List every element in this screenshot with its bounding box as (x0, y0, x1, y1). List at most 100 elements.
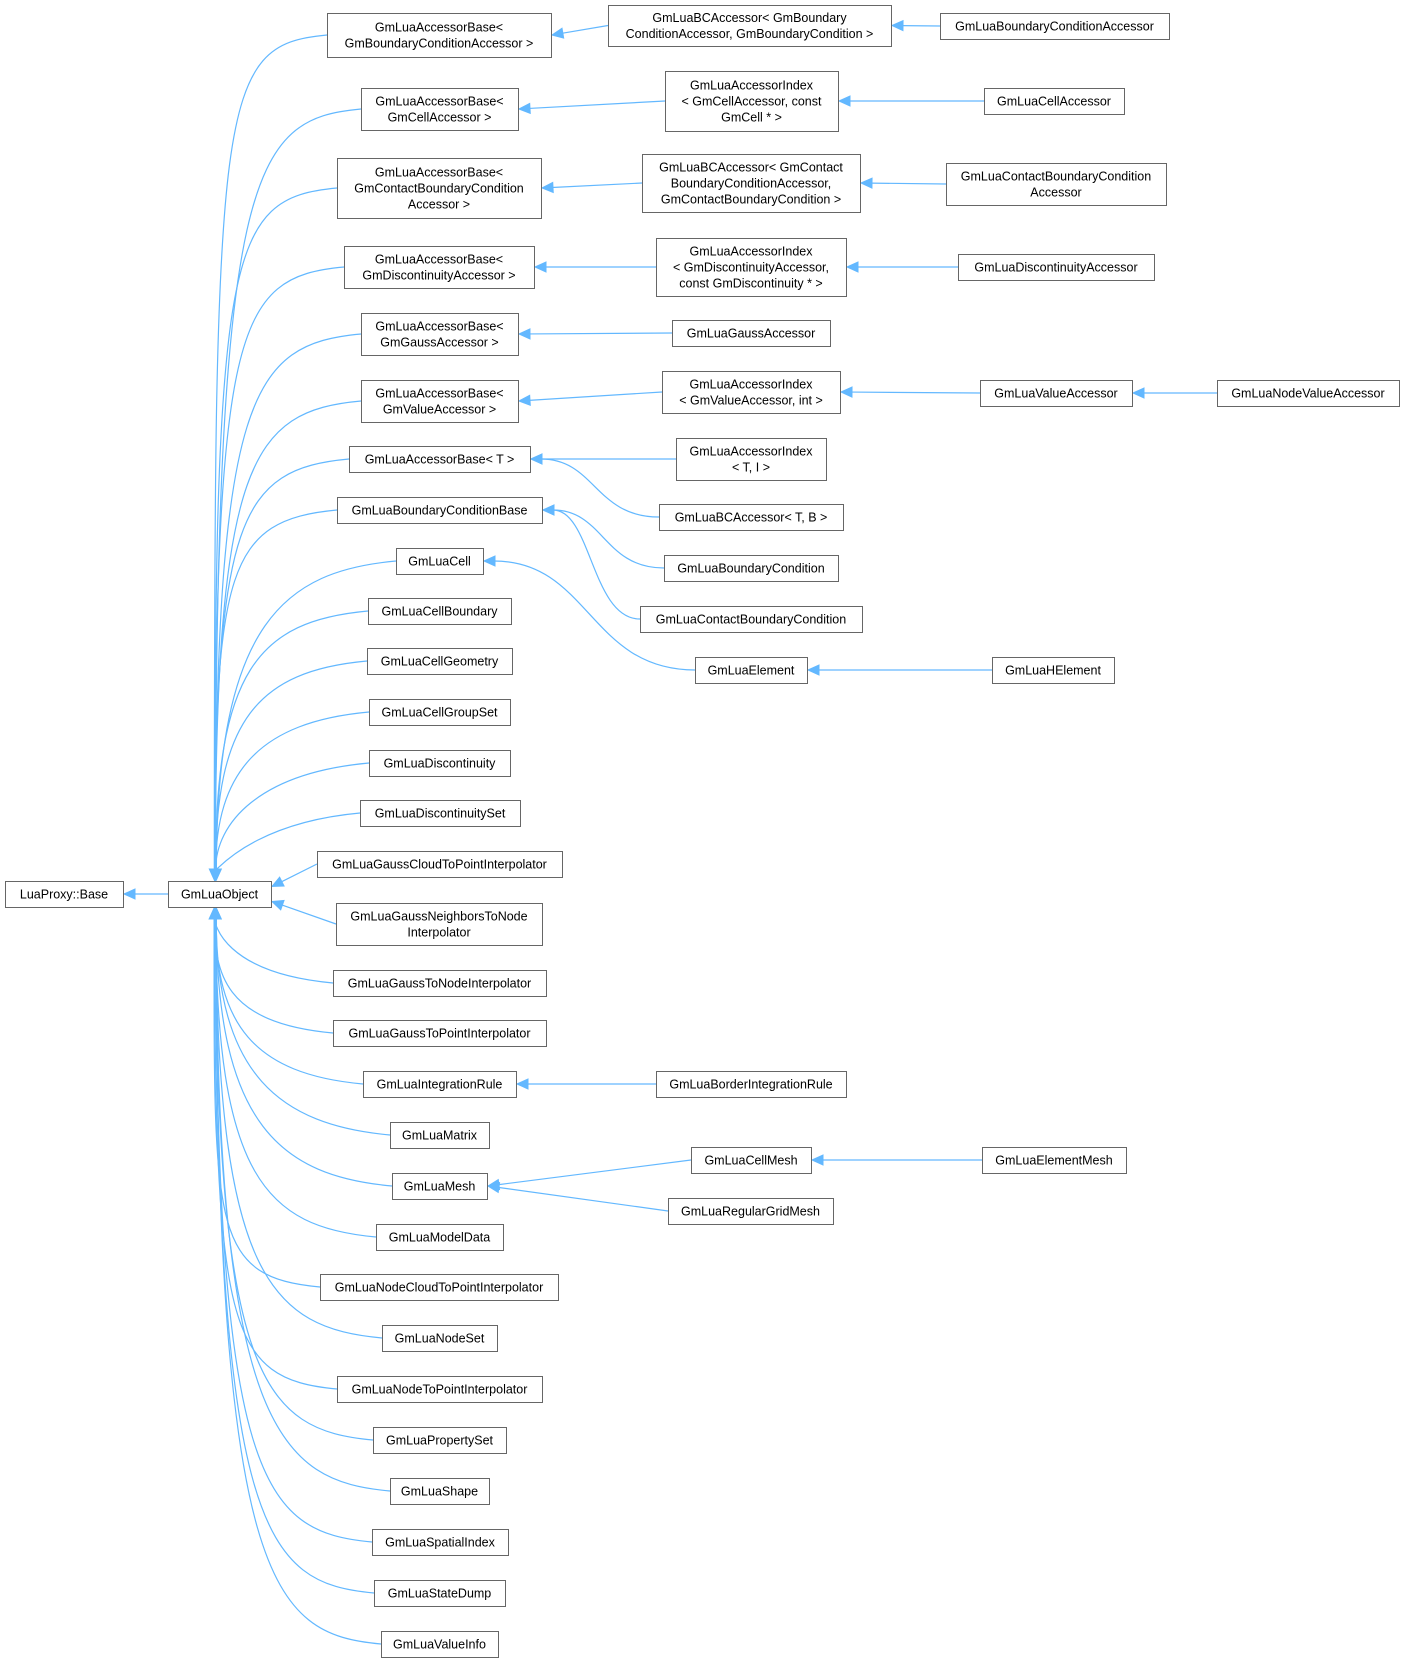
class-node-value-accessor[interactable]: GmLuaValueAccessor (980, 380, 1133, 407)
class-box (373, 1427, 507, 1454)
class-box (361, 380, 519, 423)
class-node-bcacc-boundary[interactable]: GmLuaBCAccessor< GmBoundaryConditionAcce… (608, 5, 892, 47)
class-label: GmLuaCell (408, 555, 471, 569)
inheritance-edge (213, 34, 328, 871)
class-label: GmLuaElementMesh (995, 1154, 1112, 1168)
class-node-cell-accessor[interactable]: GmLuaCellAccessor (984, 88, 1125, 115)
class-node-integration-rule[interactable]: GmLuaIntegrationRule (363, 1071, 517, 1098)
class-node-cell-geometry[interactable]: GmLuaCellGeometry (367, 648, 513, 675)
class-node-model-data[interactable]: GmLuaModelData (376, 1224, 504, 1251)
class-node-bc-base[interactable]: GmLuaBoundaryConditionBase (337, 497, 543, 524)
class-node-cell-group-set[interactable]: GmLuaCellGroupSet (369, 699, 511, 726)
inheritance-arrowhead (890, 19, 904, 32)
class-box (390, 1122, 490, 1149)
inheritance-edge (215, 917, 391, 1492)
class-box (363, 1071, 517, 1098)
class-label: GmLuaValueAccessor (994, 387, 1117, 401)
class-node-state-dump[interactable]: GmLuaStateDump (374, 1580, 506, 1607)
class-label: GmLuaNodeCloudToPointInterpolator (335, 1281, 543, 1295)
class-node-cell[interactable]: GmLuaCell (396, 548, 484, 575)
class-node-accbase-boundary[interactable]: GmLuaAccessorBase<GmBoundaryConditionAcc… (327, 13, 552, 58)
class-node-mesh[interactable]: GmLuaMesh (392, 1173, 488, 1200)
class-box (369, 699, 511, 726)
class-label: GmLuaShape (401, 1485, 478, 1499)
inheritance-edge (493, 560, 696, 671)
class-node-accbase-contact[interactable]: GmLuaAccessorBase<GmContactBoundaryCondi… (337, 158, 542, 219)
class-label: GmLuaContactBoundaryCondition (656, 613, 846, 627)
inheritance-arrowhead (515, 1078, 529, 1090)
class-node-regular-grid-mesh[interactable]: GmLuaRegularGridMesh (668, 1198, 834, 1225)
class-label: GmLuaDiscontinuitySet (375, 807, 506, 821)
class-node-discontinuity[interactable]: GmLuaDiscontinuity (369, 750, 511, 777)
class-node-node-cloud-interp[interactable]: GmLuaNodeCloudToPointInterpolator (320, 1274, 559, 1301)
class-box (369, 750, 511, 777)
class-node-accbase-cell[interactable]: GmLuaAccessorBase<GmCellAccessor > (361, 88, 519, 131)
edges-layer (122, 19, 1217, 1645)
class-node-node-value-accessor[interactable]: GmLuaNodeValueAccessor (1217, 380, 1400, 407)
class-node-shape[interactable]: GmLuaShape (390, 1478, 490, 1505)
inheritance-edge (215, 560, 397, 871)
class-node-element[interactable]: GmLuaElement (695, 657, 808, 684)
class-label: GmLuaRegularGridMesh (681, 1205, 820, 1219)
class-node-boundary-condition[interactable]: GmLuaBoundaryCondition (664, 555, 839, 582)
class-node-spatial-index[interactable]: GmLuaSpatialIndex (372, 1529, 509, 1556)
class-box (376, 1224, 504, 1251)
class-label: GmGaussAccessor > (380, 336, 498, 350)
inheritance-edge (497, 1186, 669, 1212)
class-node-gauss-to-point-interp[interactable]: GmLuaGaussToPointInterpolator (333, 1020, 547, 1047)
class-label: GmLuaValueInfo (393, 1638, 486, 1652)
class-node-contact-boundary-condition[interactable]: GmLuaContactBoundaryCondition (640, 606, 863, 633)
class-node-accidx-disc[interactable]: GmLuaAccessorIndex< GmDiscontinuityAcces… (656, 238, 847, 297)
class-node-accidx-cell[interactable]: GmLuaAccessorIndex< GmCellAccessor, cons… (665, 71, 839, 132)
class-box (349, 446, 531, 473)
class-node-value-info[interactable]: GmLuaValueInfo (381, 1631, 499, 1658)
class-node-accbase-value[interactable]: GmLuaAccessorBase<GmValueAccessor > (361, 380, 519, 423)
class-node-boundary-cond-accessor[interactable]: GmLuaBoundaryConditionAccessor (940, 13, 1170, 40)
class-label: GmLuaStateDump (388, 1587, 492, 1601)
class-node-gauss-accessor[interactable]: GmLuaGaussAccessor (672, 320, 831, 347)
inheritance-edge (280, 863, 318, 883)
class-node-discontinuity-set[interactable]: GmLuaDiscontinuitySet (360, 800, 521, 827)
class-node-gauss-to-node-interp[interactable]: GmLuaGaussToNodeInterpolator (333, 970, 547, 997)
class-node-cell-boundary[interactable]: GmLuaCellBoundary (368, 598, 512, 625)
class-label: Interpolator (407, 926, 470, 940)
class-node-accbase-t[interactable]: GmLuaAccessorBase< T > (349, 446, 531, 473)
class-node-bcacc-tb[interactable]: GmLuaBCAccessor< T, B > (659, 504, 844, 531)
class-node-property-set[interactable]: GmLuaPropertySet (373, 1427, 507, 1454)
class-node-gauss-cloud-interp[interactable]: GmLuaGaussCloudToPointInterpolator (317, 851, 563, 878)
class-label: GmLuaNodeToPointInterpolator (352, 1383, 528, 1397)
class-node-matrix[interactable]: GmLuaMatrix (390, 1122, 490, 1149)
class-node-gmluaobject[interactable]: GmLuaObject (168, 881, 272, 908)
class-node-accidx-ti[interactable]: GmLuaAccessorIndex< T, I > (676, 438, 827, 481)
class-box (980, 380, 1133, 407)
inheritance-arrowhead (122, 888, 136, 900)
class-node-accbase-gauss[interactable]: GmLuaAccessorBase<GmGaussAccessor > (361, 313, 519, 356)
class-label: GmLuaHElement (1005, 664, 1101, 678)
class-node-node-set[interactable]: GmLuaNodeSet (382, 1325, 498, 1352)
class-node-element-mesh[interactable]: GmLuaElementMesh (982, 1147, 1127, 1174)
class-node-cell-mesh[interactable]: GmLuaCellMesh (691, 1147, 812, 1174)
class-node-helement[interactable]: GmLuaHElement (992, 657, 1115, 684)
class-node-disc-accessor[interactable]: GmLuaDiscontinuityAccessor (958, 254, 1155, 281)
inheritance-edge (215, 917, 373, 1543)
class-node-accidx-value[interactable]: GmLuaAccessorIndex< GmValueAccessor, int… (662, 371, 841, 414)
inheritance-arrowhead (541, 504, 555, 516)
class-label: GmLuaElement (708, 664, 795, 678)
class-node-node-to-point-interp[interactable]: GmLuaNodeToPointInterpolator (337, 1376, 543, 1403)
class-box (672, 320, 831, 347)
class-box (337, 1376, 543, 1403)
inheritance-edge (552, 509, 665, 569)
inheritance-edge (850, 391, 981, 394)
class-node-border-integration-rule[interactable]: GmLuaBorderIntegrationRule (656, 1071, 847, 1098)
class-node-bcacc-contact[interactable]: GmLuaBCAccessor< GmContactBoundaryCondit… (642, 154, 861, 213)
inheritance-arrowhead (517, 102, 531, 115)
inheritance-arrowhead (839, 386, 853, 398)
class-node-luaproxy-base[interactable]: LuaProxy::Base (5, 881, 124, 908)
class-box (676, 438, 827, 481)
inheritance-arrowhead (550, 27, 565, 39)
class-box (656, 238, 847, 297)
class-node-accbase-disc[interactable]: GmLuaAccessorBase<GmDiscontinuityAccesso… (344, 246, 535, 289)
